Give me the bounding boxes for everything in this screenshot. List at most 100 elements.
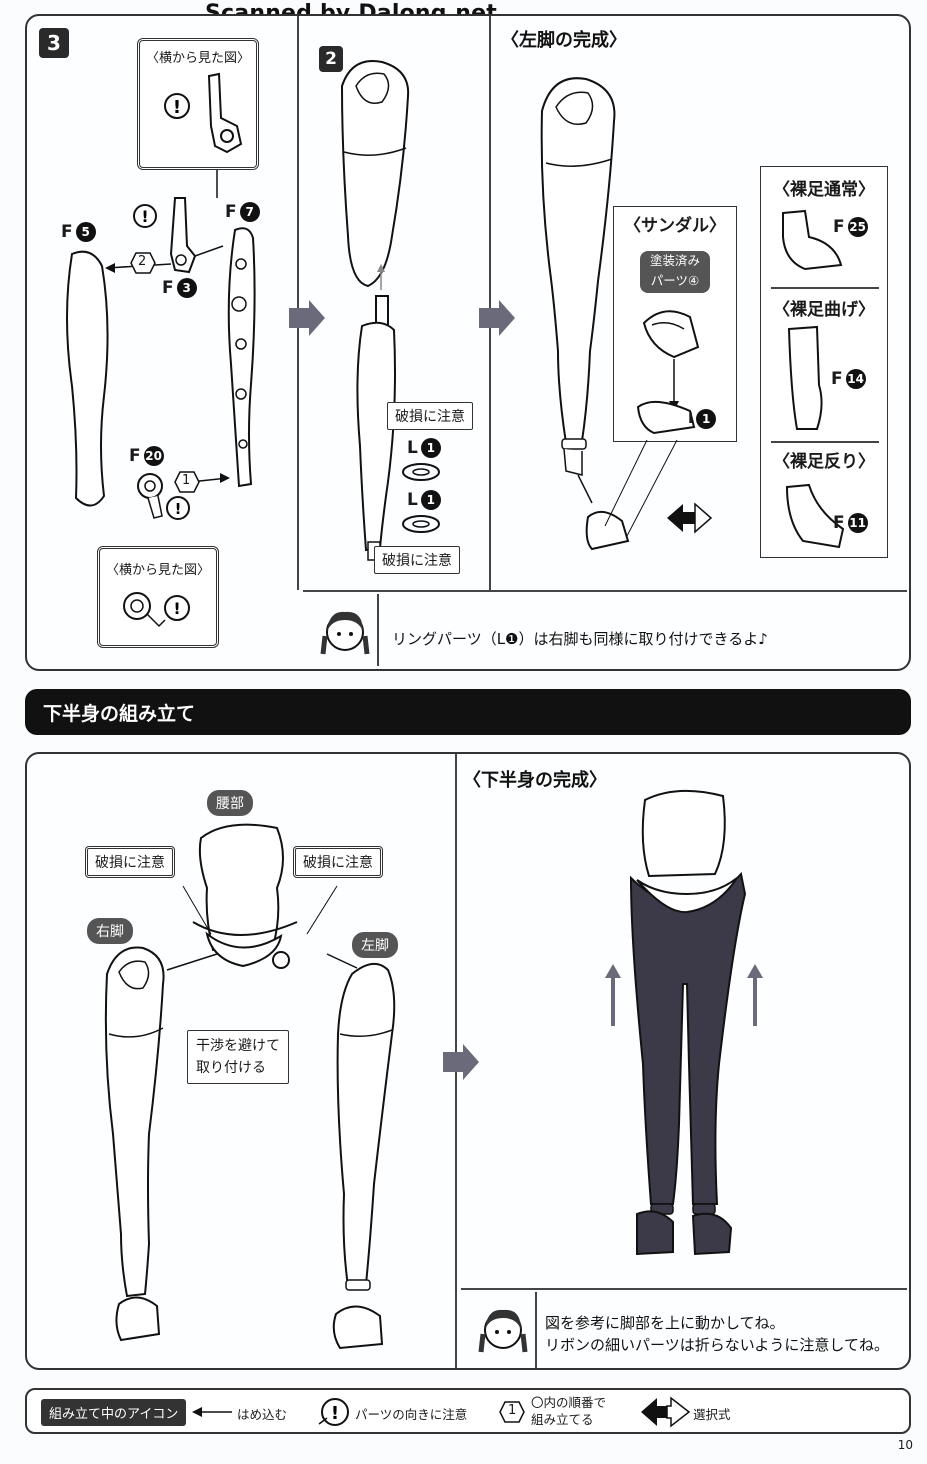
step-number-2: 2 [319,46,343,72]
right-leg-label: 右脚 [87,918,133,944]
choice-arrow-icon [641,1396,691,1428]
part-letter: F [162,278,174,298]
part-letter: F [831,369,843,389]
part-number: 1 [696,409,717,429]
part-number: 25 [847,217,868,237]
divider [771,287,879,289]
svg-text:!: ! [173,599,180,618]
page-number: 10 [897,1438,913,1452]
barefoot-arched-title: 〈裸足反り〉 [773,452,875,472]
section-header: 下半身の組み立て [25,689,911,735]
lower-body-complete-title: 〈下半身の完成〉 [463,770,607,791]
part-number: 7 [239,202,260,222]
caution-callout: 破損に注意 [85,846,175,878]
legend-line: 組み立てる [531,1412,594,1427]
sandal-title: 〈サンダル〉 [624,216,726,236]
left-leg-label: 左脚 [352,932,398,958]
side-view-box-top: 〈横から見た図〉 [137,38,259,170]
part-number: 3 [176,278,197,298]
badge-line: パーツ④ [650,273,700,288]
divider [297,16,299,590]
barefoot-bent-title: 〈裸足曲げ〉 [773,300,875,320]
part-label-f3: F 3 [162,278,197,298]
flow-arrow [289,300,325,336]
legend-order-number: 1 [508,1403,517,1418]
legend-insert: はめ込む [237,1407,288,1422]
step-number-3: 3 [39,28,69,58]
part-label-f14: F 14 [831,369,866,389]
part-number: 5 [75,222,96,242]
flow-arrow [443,1044,479,1080]
legend-orientation: パーツの向きに注意 [355,1407,468,1422]
choice-arrow [667,502,713,534]
move-up-arrow [747,964,763,1026]
painted-parts-badge: 塗装済み パーツ④ [640,251,710,293]
right-leg-drawing [104,946,165,1342]
part-label-f7: F 7 [225,202,260,222]
side-view-label: 〈横から見た図〉 [145,51,250,66]
thigh-part [340,60,410,290]
divider [771,441,879,443]
ring-part-bottom [402,515,440,533]
icon-legend: 組み立て中のアイコン はめ込む ! パーツの向きに注意 1 〇内の順番で 組み立… [25,1388,911,1434]
svg-text:!: ! [173,97,181,118]
svg-text:!: ! [141,207,148,226]
shin-part-f7 [227,227,256,488]
left-leg-complete [540,77,630,551]
bottom-note-line2: リボンの細いパーツは折らないように注意してね。 [545,1336,889,1354]
legend-choice: 選択式 [693,1407,731,1422]
section-title: 下半身の組み立て [43,703,196,725]
part-letter: F [833,513,845,533]
ankle-part-f20: ! [137,473,230,520]
svg-text:!: ! [331,1403,339,1424]
part-number: 11 [847,513,868,533]
legend-line: 〇内の順番で [531,1395,607,1410]
side-view-drawing-bottom: ! [123,592,190,628]
mascot-avatar [478,1309,528,1353]
order-hex-2 [130,252,156,274]
part-letter: L [407,490,418,510]
legend-title: 組み立て中のアイコン [41,1399,187,1426]
order-number-icon [499,1401,525,1423]
mascot-avatar [320,611,370,655]
left-leg-complete-title: 〈左脚の完成〉 [501,30,627,51]
order-number: 2 [138,254,147,269]
callout-line: 取り付ける [196,1060,266,1076]
barefoot-bent-drawing [787,325,823,430]
part-letter: F [129,446,141,466]
part-label-f25: F 25 [833,217,868,237]
left-leg-drawing [332,963,396,1350]
part-label-ring-bottom: L 1 [407,490,441,510]
part-label-ring-top: L 1 [407,438,441,458]
bottom-note-line1: 図を参考に脚部を上に動かしてね。 [545,1314,785,1332]
ring-part-top [402,463,440,481]
side-view-box-bottom: 〈横から見た図〉 [97,546,219,648]
part-letter: F [833,217,845,237]
barefoot-normal-drawing [782,209,843,271]
move-up-arrow [605,964,621,1026]
legend-order: 〇内の順番で 組み立てる [531,1394,606,1428]
part-label-f11: F 11 [833,513,868,533]
callout-line: 干渉を避けて [196,1038,280,1054]
divider [489,16,491,590]
orientation-caution-icon: ! [318,1398,349,1426]
part-label-f5: F 5 [61,222,96,242]
avoid-interference-callout: 干渉を避けて 取り付ける [187,1030,289,1084]
caution-callout: 破損に注意 [374,546,460,574]
part-letter: F [61,222,73,242]
barefoot-arched-drawing [785,483,845,549]
lower-body-complete [629,789,747,1256]
part-label-f20: F 20 [129,446,164,466]
waist-part [192,823,298,969]
step3-panel: 3 〈横から見た図〉 ! F 5 ! 2 F 3 F 7 [25,14,911,671]
caution-callout: 破損に注意 [387,402,473,430]
part-number: 1 [420,490,441,510]
caution-callout: 破損に注意 [293,846,383,878]
lower-body-panel: 腰部 右脚 左脚 破損に注意 破損に注意 干渉を避けて 取り付ける 〈下半身の完… [25,752,911,1370]
side-view-drawing-top: ! [164,72,243,198]
sandal-option-box: 〈サンダル〉 塗装済み パーツ④ I 1 [613,206,737,442]
barefoot-normal-title: 〈裸足通常〉 [773,180,875,200]
badge-line: 塗装済み [649,253,700,268]
divider [303,590,907,592]
part-number: 1 [420,438,441,458]
